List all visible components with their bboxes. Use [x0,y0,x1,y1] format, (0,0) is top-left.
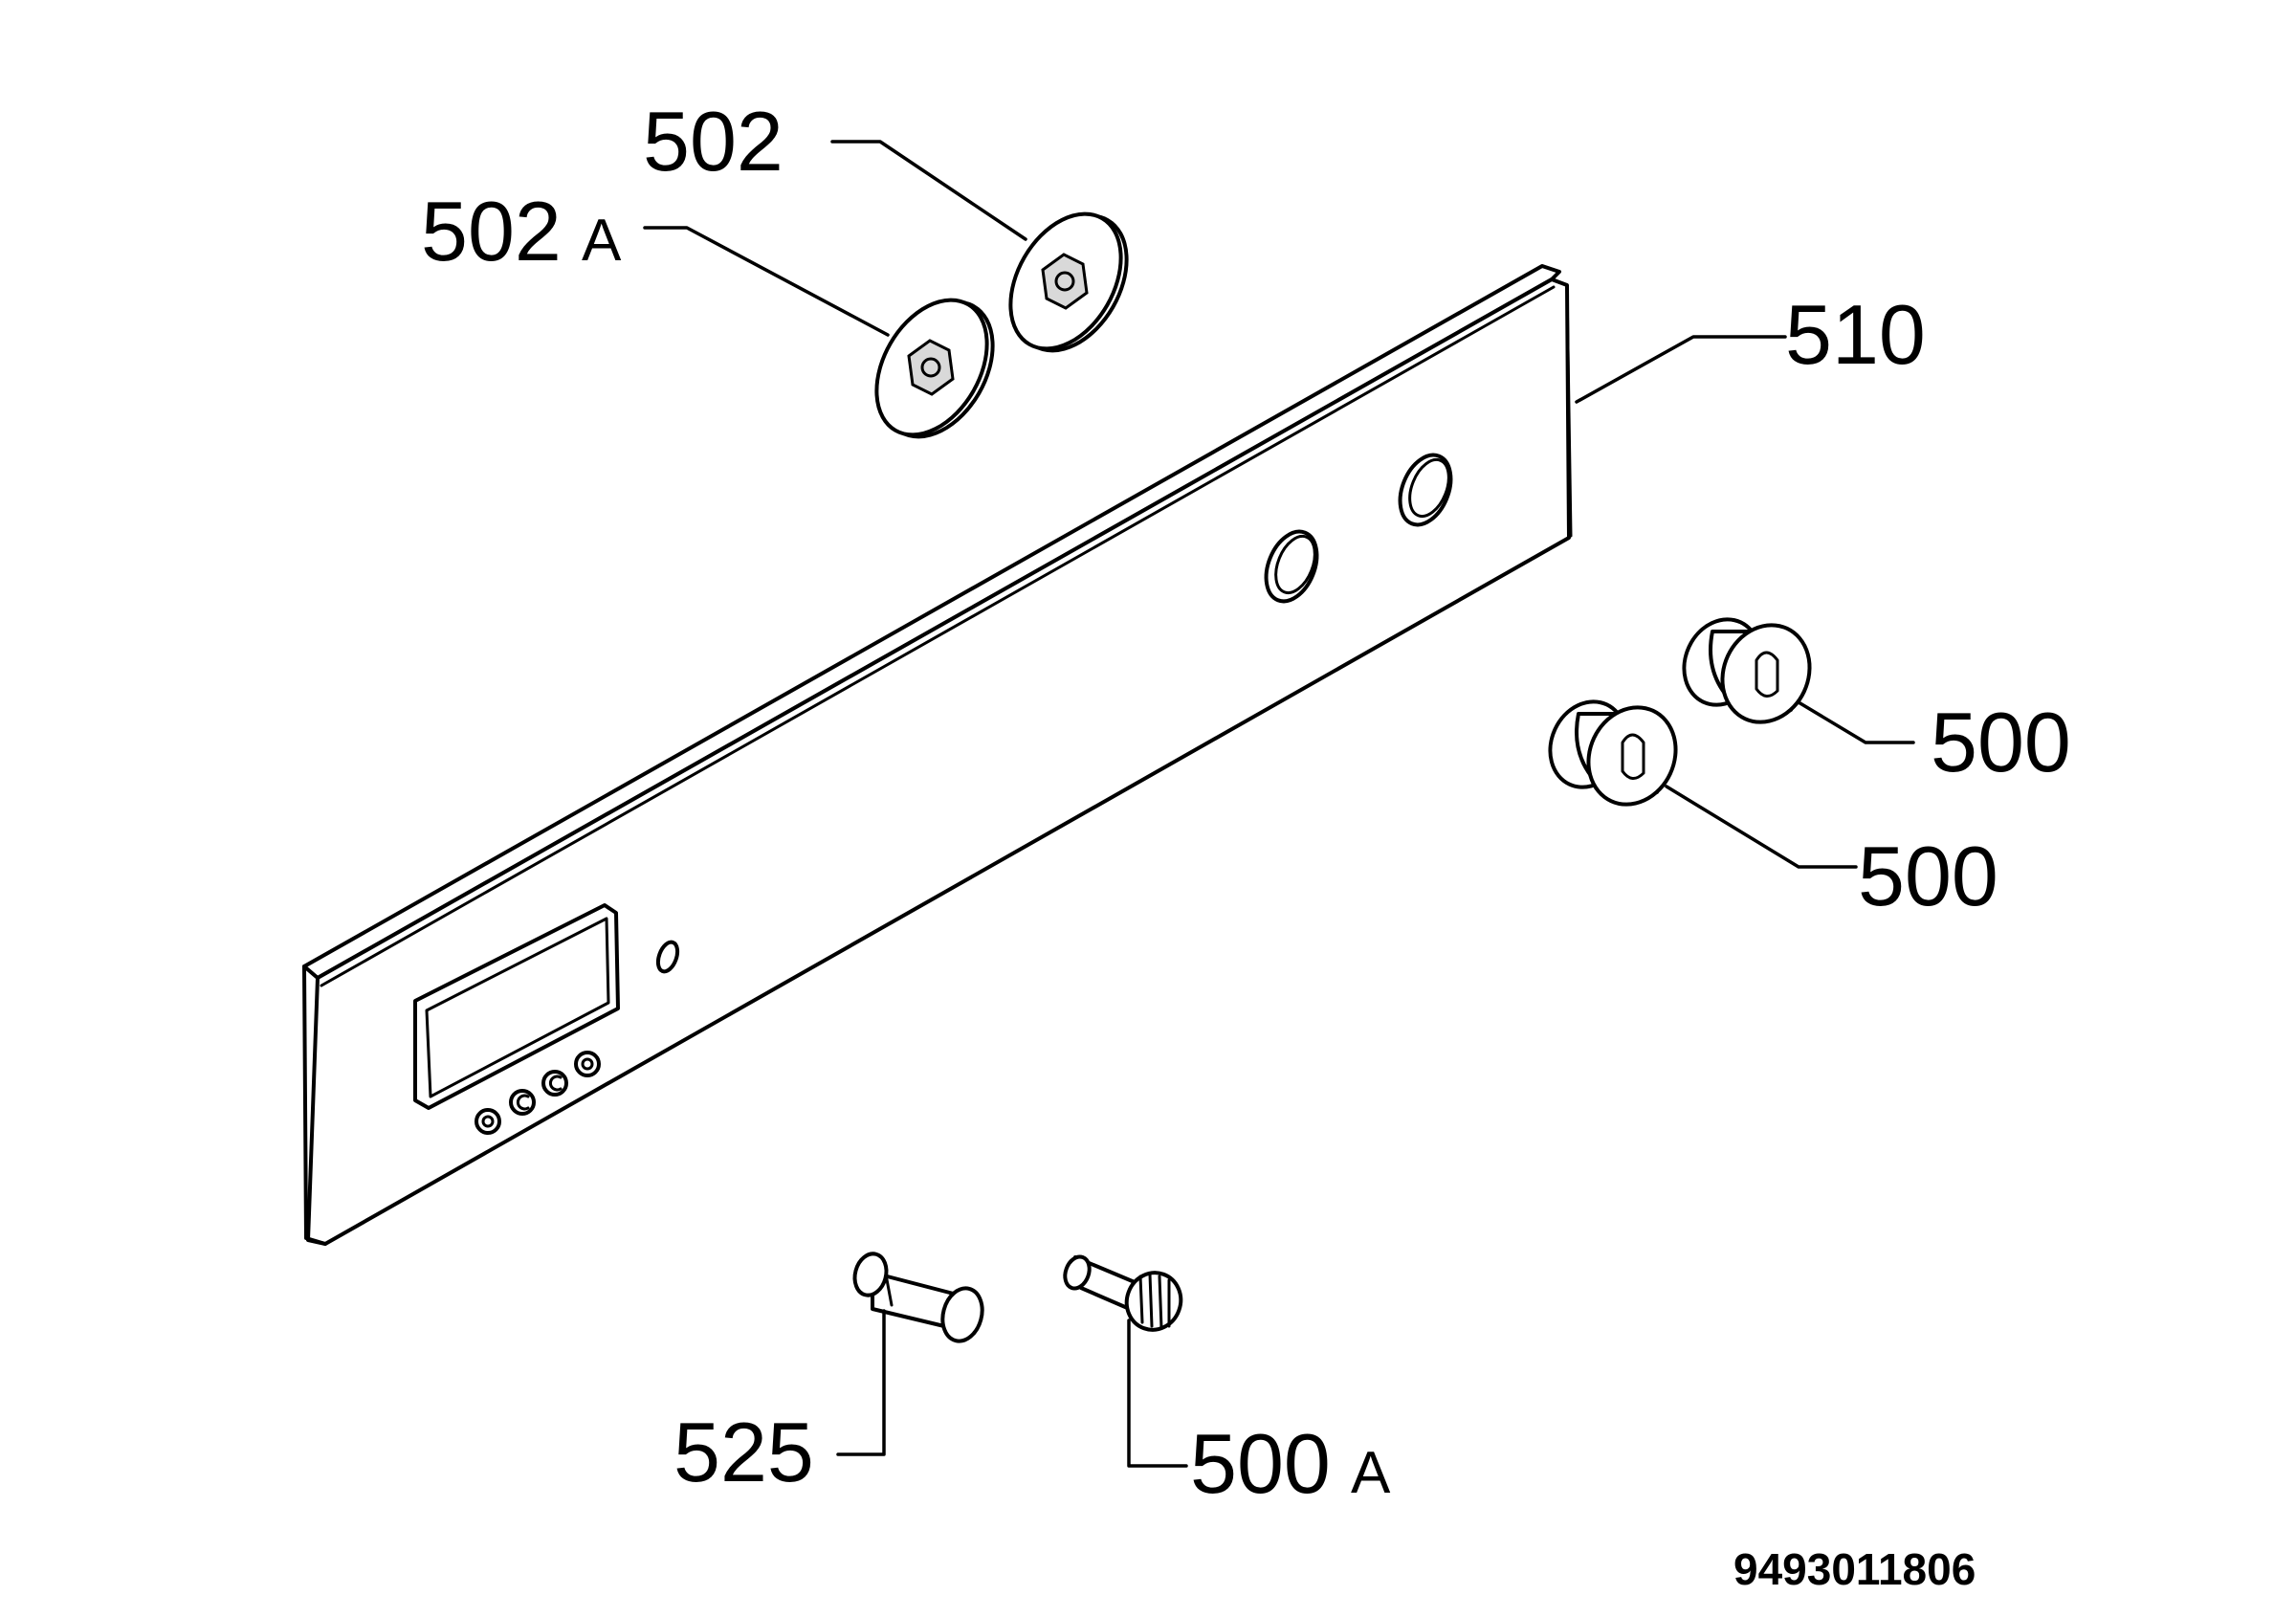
label-502a-number: 502 [421,184,562,278]
leader-lines [643,140,1915,1468]
label-510: 510 [1785,287,1926,382]
control-panel-510 [302,264,1573,1246]
display-window [413,903,620,1110]
shaft-500a [1063,1254,1183,1332]
pin-525 [852,1252,984,1343]
washer-502 [1008,211,1129,353]
knob-500-lower [1548,699,1678,807]
knob-hole-1 [1264,529,1319,604]
timer-buttons [475,1051,601,1135]
label-502a-suffix: A [582,208,622,274]
drawing-code: 9493011806 [1733,1544,1976,1594]
knob-500-upper [1682,617,1812,724]
label-500-lower: 500 [1858,829,1998,923]
knob-hole-2 [1398,453,1453,527]
indicator-hole [655,940,680,974]
label-500a-suffix: A [1351,1440,1391,1506]
label-525: 525 [673,1405,814,1499]
label-500-upper: 500 [1931,695,2071,789]
washer-502a [874,298,995,439]
label-502: 502 [643,94,784,188]
label-500a-number: 500 [1190,1416,1331,1511]
